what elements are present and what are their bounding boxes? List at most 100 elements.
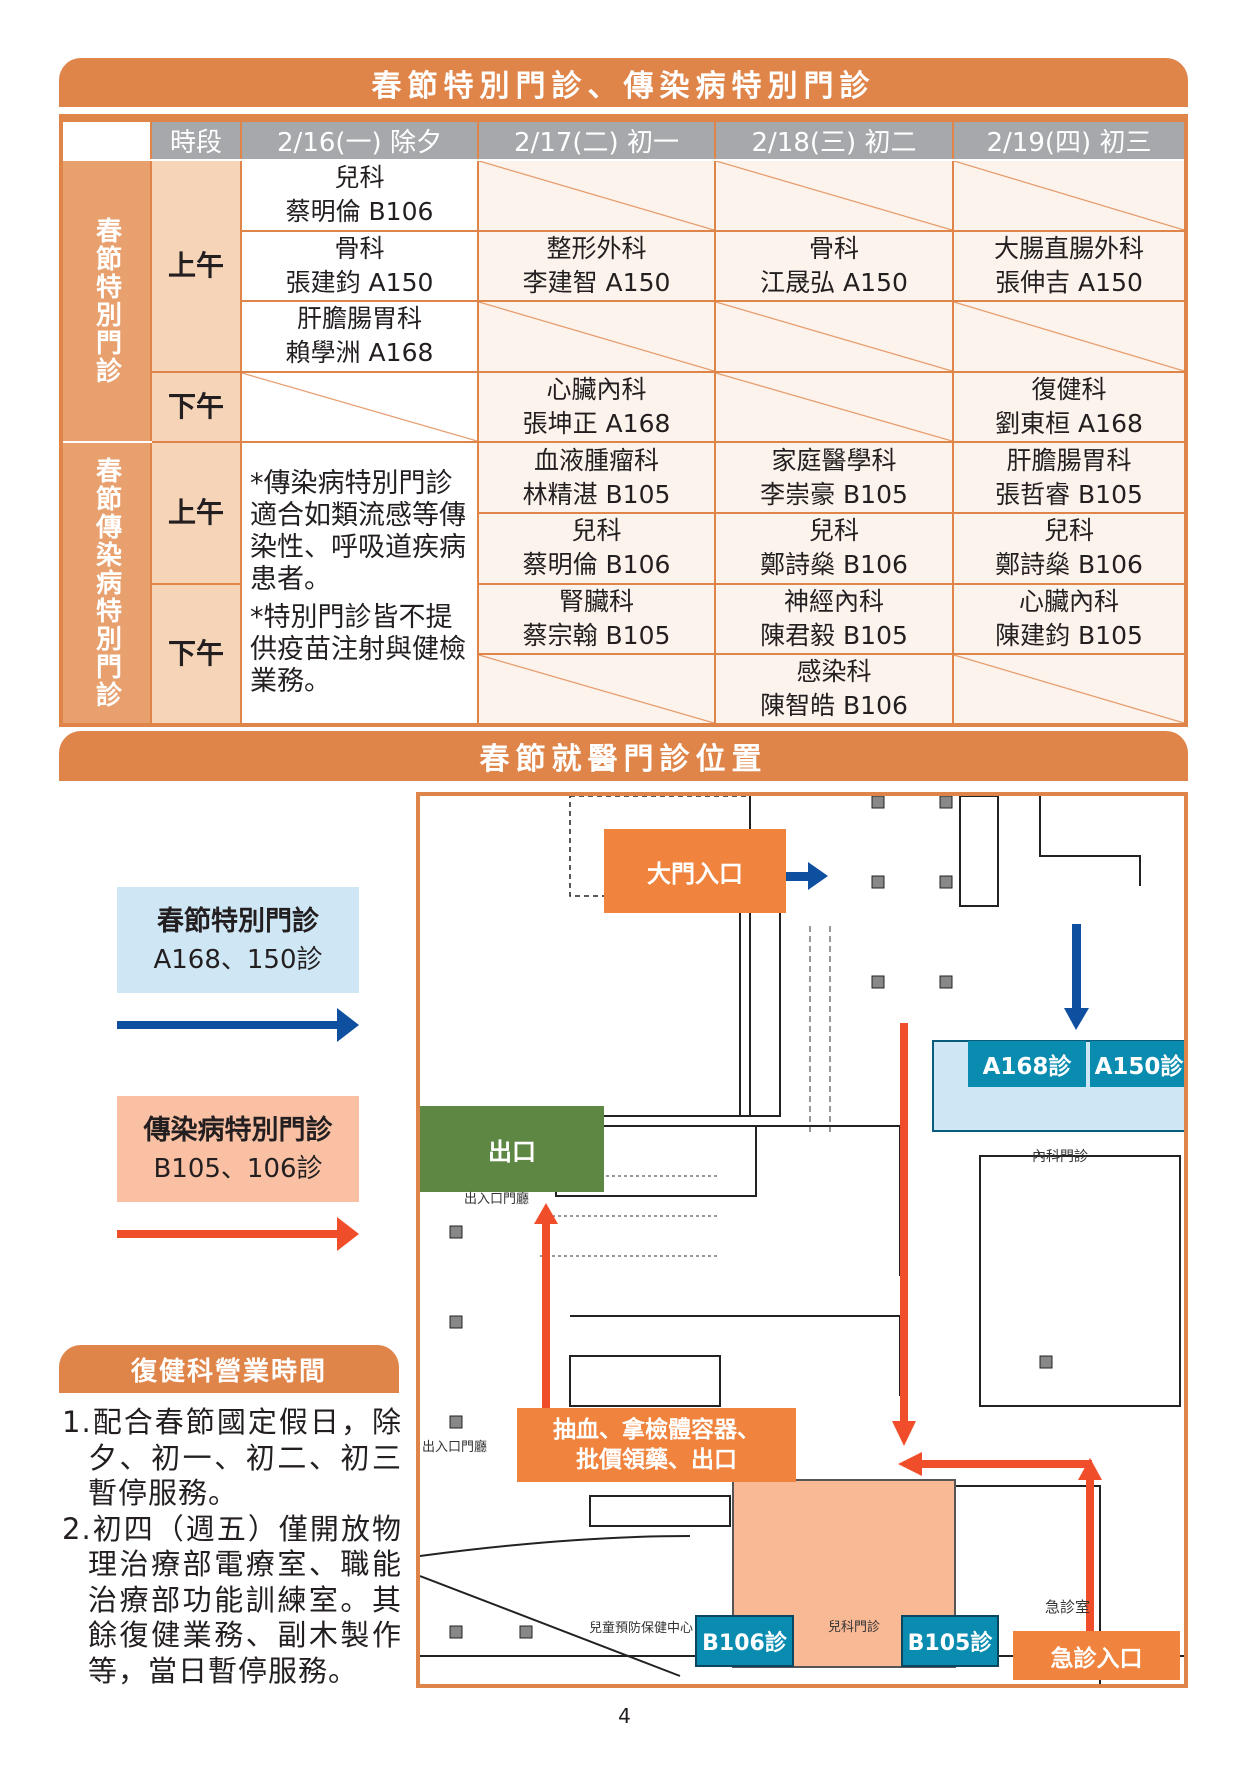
schedule-cell: 骨科江晟弘 A150	[714, 229, 954, 303]
child-preventive-center-label: 兒童預防保健中心	[589, 1621, 694, 1636]
column-header: 2/18(三) 初二	[714, 117, 954, 161]
note-text: *傳染病特別門診適合如類流感等傳染性、呼吸道疾病患者。	[250, 468, 466, 596]
doctor-room: 李建智 A150	[522, 267, 671, 297]
department: 兒科	[808, 516, 859, 546]
location-title: 春節就醫門診位置	[59, 731, 1188, 781]
department: 復健科	[1031, 375, 1107, 405]
red-arrow-icon	[117, 1217, 359, 1251]
legend-special-clinic: 春節特別門診 A168、150診	[117, 887, 359, 993]
doctor-room: 李崇豪 B105	[760, 479, 908, 509]
legend-special-rooms: A168、150診	[153, 945, 323, 975]
table-row: 春節特別門診上午兒科蔡明倫 B106	[60, 158, 1187, 444]
legend-infectious-rooms: B105、106診	[153, 1154, 323, 1184]
doctor-room: 鄭詩燊 B106	[760, 550, 908, 580]
column-header: 2/17(二) 初一	[477, 117, 716, 161]
empty-cell	[714, 370, 954, 444]
department: 肝膽腸胃科	[296, 304, 422, 334]
period-pm: 下午	[150, 582, 242, 727]
schedule-cell: 心臟內科陳建鈞 B105	[952, 582, 1187, 656]
schedule-cell: 整形外科李建智 A150	[477, 229, 716, 303]
rehab-hours-text: 1.配合春節國定假日，除夕、初一、初二、初三暫停服務。 2.初四（週五）僅開放物…	[62, 1405, 402, 1689]
department: 神經內科	[783, 586, 884, 616]
column-header: 2/16(一) 除夕	[240, 117, 479, 161]
schedule-cell: 肝膽腸胃科賴學洲 A168	[240, 300, 479, 373]
empty-cell	[477, 159, 716, 232]
lobby-label: 出入口門廳	[422, 1440, 488, 1455]
schedule-cell: 兒科鄭詩燊 B106	[714, 511, 954, 585]
department: 整形外科	[546, 233, 647, 263]
table-row: 感染科陳智皓 B106	[61, 653, 1187, 727]
lobby-label: 出入口門廳	[464, 1192, 530, 1207]
doctor-room: 劉東桓 A168	[995, 409, 1143, 439]
department: 大腸直腸外科	[993, 233, 1144, 263]
department: 骨科	[808, 233, 859, 263]
empty-cell	[952, 300, 1187, 373]
exit-label: 出口	[420, 1106, 604, 1192]
schedule-cell: 肝膽腸胃科張哲睿 B105	[952, 441, 1187, 514]
section-label-special: 春節特別門診	[60, 158, 152, 444]
note-text: *特別門診皆不提供疫苗注射與健檢業務。	[250, 602, 466, 698]
department: 感染科	[796, 657, 872, 687]
doctor-room: 蔡宗翰 B105	[522, 620, 671, 650]
blue-arrow-icon	[117, 1008, 359, 1042]
legend-infectious-clinic: 傳染病特別門診 B105、106診	[117, 1096, 359, 1202]
rehab-hours-title: 復健科營業時間	[59, 1345, 399, 1393]
floor-map: 大門入口 出口 A168診 A150診 抽血、拿檢體容器、 批價領藥、出口 B1…	[416, 792, 1188, 1688]
doctor-room: 張伸吉 A150	[995, 267, 1143, 297]
doctor-room: 張坤正 A168	[522, 409, 671, 439]
column-header: 時段	[150, 117, 242, 161]
table-row: 春節傳染病特別門診上午*傳染病特別門診適合如類流感等傳染性、呼吸道疾病患者。*特…	[60, 441, 1187, 727]
department: 家庭醫學科	[771, 445, 897, 475]
department: 骨科	[334, 233, 385, 263]
blood-draw-line2: 批價領藥、出口	[576, 1447, 737, 1473]
corner-cell	[60, 117, 152, 161]
doctor-room: 江晟弘 A150	[760, 267, 908, 297]
rehab-note-1: 1.配合春節國定假日，除夕、初一、初二、初三暫停服務。	[62, 1405, 402, 1510]
empty-cell	[952, 653, 1187, 727]
doctor-room: 陳建鈞 B105	[995, 620, 1143, 650]
blood-draw-line1: 抽血、拿檢體容器、	[553, 1417, 760, 1443]
department: 心臟內科	[546, 375, 647, 405]
empty-cell	[477, 300, 716, 373]
doctor-room: 賴學洲 A168	[285, 338, 434, 368]
table-row: 肝膽腸胃科賴學洲 A168	[61, 300, 1187, 373]
schedule-cell: 大腸直腸外科張伸吉 A150	[952, 229, 1187, 303]
rehab-note-2: 2.初四（週五）僅開放物理治療部電療室、職能治療部功能訓練室。其餘復健業務、副木…	[62, 1511, 402, 1688]
empty-cell	[714, 159, 954, 232]
a150-clinic-label: A150診	[1090, 1041, 1184, 1087]
b105-clinic-label: B105診	[901, 1615, 999, 1667]
schedule-cell: 血液腫瘤科林精湛 B105	[477, 441, 716, 514]
doctor-room: 蔡明倫 B106	[522, 550, 671, 580]
schedule-title: 春節特別門診、傳染病特別門診	[59, 58, 1188, 107]
department: 兒科	[1043, 516, 1094, 546]
blood-draw-pharmacy-exit-label: 抽血、拿檢體容器、 批價領藥、出口	[517, 1408, 796, 1482]
floor-plan-drawing	[420, 796, 1184, 1684]
schedule-cell: 腎臟科蔡宗翰 B105	[477, 582, 716, 656]
schedule-cell: 兒科蔡明倫 B106	[477, 511, 716, 585]
schedule-cell: 感染科陳智皓 B106	[714, 653, 954, 727]
doctor-room: 陳智皓 B106	[760, 691, 908, 721]
schedule-cell: 復健科劉東桓 A168	[952, 370, 1187, 444]
department: 兒科	[571, 516, 622, 546]
doctor-room: 張哲睿 B105	[995, 479, 1143, 509]
department: 肝膽腸胃科	[1006, 445, 1132, 475]
main-entrance-label: 大門入口	[604, 829, 786, 913]
pediatrics-label: 兒科門診	[828, 1620, 881, 1635]
doctor-room: 張建鈞 A150	[285, 267, 434, 297]
schedule-cell: 家庭醫學科李崇豪 B105	[714, 441, 954, 514]
legend-special-title: 春節特別門診	[157, 906, 319, 937]
department: 腎臟科	[558, 586, 634, 616]
er-entrance-label: 急診入口	[1013, 1631, 1180, 1680]
doctor-room: 林精湛 B105	[522, 479, 671, 509]
department: 心臟內科	[1018, 586, 1119, 616]
infectious-clinic-notes: *傳染病特別門診適合如類流感等傳染性、呼吸道疾病患者。*特別門診皆不提供疫苗注射…	[240, 441, 479, 727]
page-number: 4	[618, 1704, 631, 1728]
internal-medicine-label: 內科門診	[1032, 1149, 1088, 1165]
schedule-cell: 心臟內科張坤正 A168	[477, 370, 716, 444]
a168-clinic-label: A168診	[968, 1041, 1086, 1087]
